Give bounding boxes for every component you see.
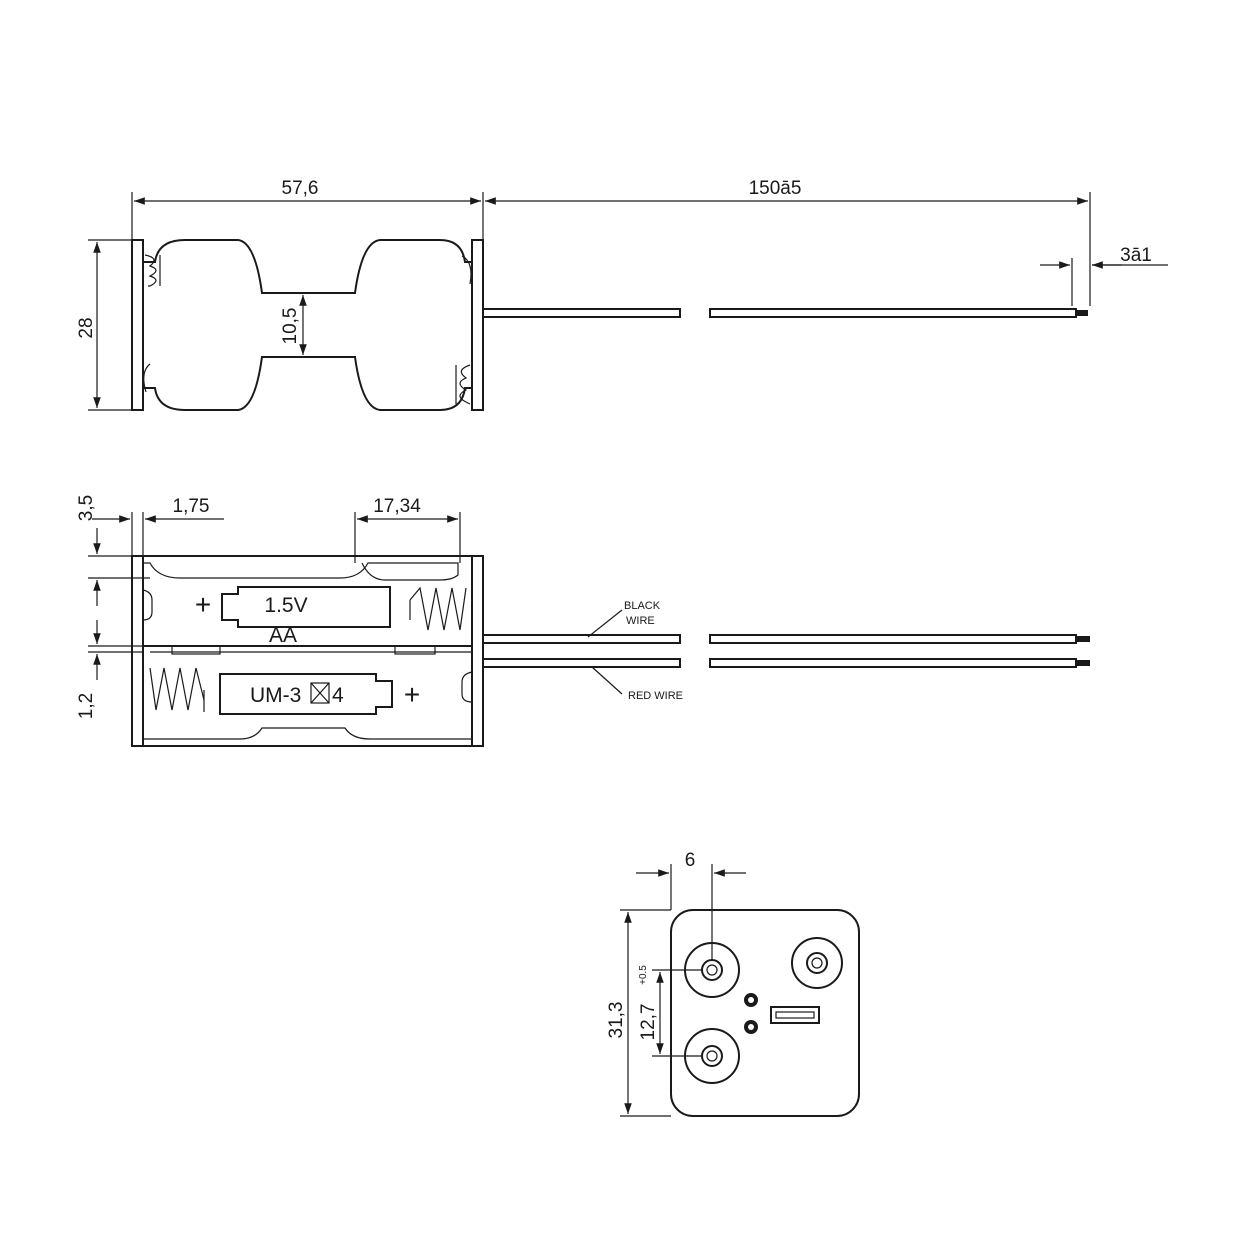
wire-top-view: [482, 308, 1088, 318]
right-end-plate: [471, 239, 484, 411]
end-view: 6 31,3 12,7 +0.5: [606, 850, 860, 1117]
battery-voltage-label: 1.5V: [264, 594, 307, 617]
red-wire-label: RED WIRE: [628, 690, 683, 702]
battery-plus-sign: +: [404, 679, 420, 710]
dim-edge-label: 1,75: [173, 496, 210, 517]
holder-body: [131, 555, 484, 747]
spring-icon: [409, 586, 467, 631]
dim-pitch-label: 6: [685, 850, 696, 871]
contact-tab-icon: [143, 255, 472, 393]
black-wire: [482, 634, 1090, 644]
dim-strip-label: 3ā1: [1120, 245, 1152, 266]
top-view: 57,6 150ā5 28 10,5 3ā1: [76, 178, 1168, 411]
battery-suffix-label: 4: [332, 684, 344, 707]
dim-top-offset-label: 3,5: [76, 495, 97, 521]
dim-tolerance-label: +0.5: [638, 965, 649, 985]
lower-battery-icon: UM-3 4 +: [219, 673, 420, 715]
dim-height-label: 28: [76, 317, 97, 338]
dim-wire-length-label: 150ā5: [749, 178, 802, 199]
dim-spacing-label: 12,7: [638, 1004, 659, 1041]
spring-icon: [455, 364, 471, 405]
dim-contact-label: 17,34: [373, 496, 421, 517]
upper-battery-icon: + 1.5V AA: [195, 586, 391, 647]
left-end-plate: [131, 239, 144, 411]
spring-icon: [149, 667, 205, 712]
switch-slot-icon: [770, 1006, 820, 1024]
terminal-icon: [791, 937, 843, 989]
dim-gap-label: 10,5: [280, 308, 301, 345]
battery-plus-sign: +: [195, 589, 211, 620]
battery-code-label: UM-3: [250, 684, 301, 707]
upper-cavity-outline: [143, 239, 472, 294]
end-plate-outline: [670, 909, 860, 1117]
battery-size-label: AA: [269, 624, 297, 647]
dim-length-label: 57,6: [282, 178, 319, 199]
crossed-box-icon: [310, 682, 330, 704]
lower-cavity-outline: [143, 356, 472, 411]
red-wire: [482, 658, 1090, 668]
black-wire-label-line2: WIRE: [626, 615, 655, 627]
dim-end-height-label: 31,3: [606, 1002, 627, 1039]
spring-icon: [144, 254, 161, 287]
rivet-icon: [744, 993, 758, 1034]
side-view: + 1.5V AA UM-3 4 +: [76, 495, 1090, 747]
black-wire-label: BLACK: [624, 600, 661, 612]
dim-bottom-offset-label: 1,2: [76, 693, 97, 719]
